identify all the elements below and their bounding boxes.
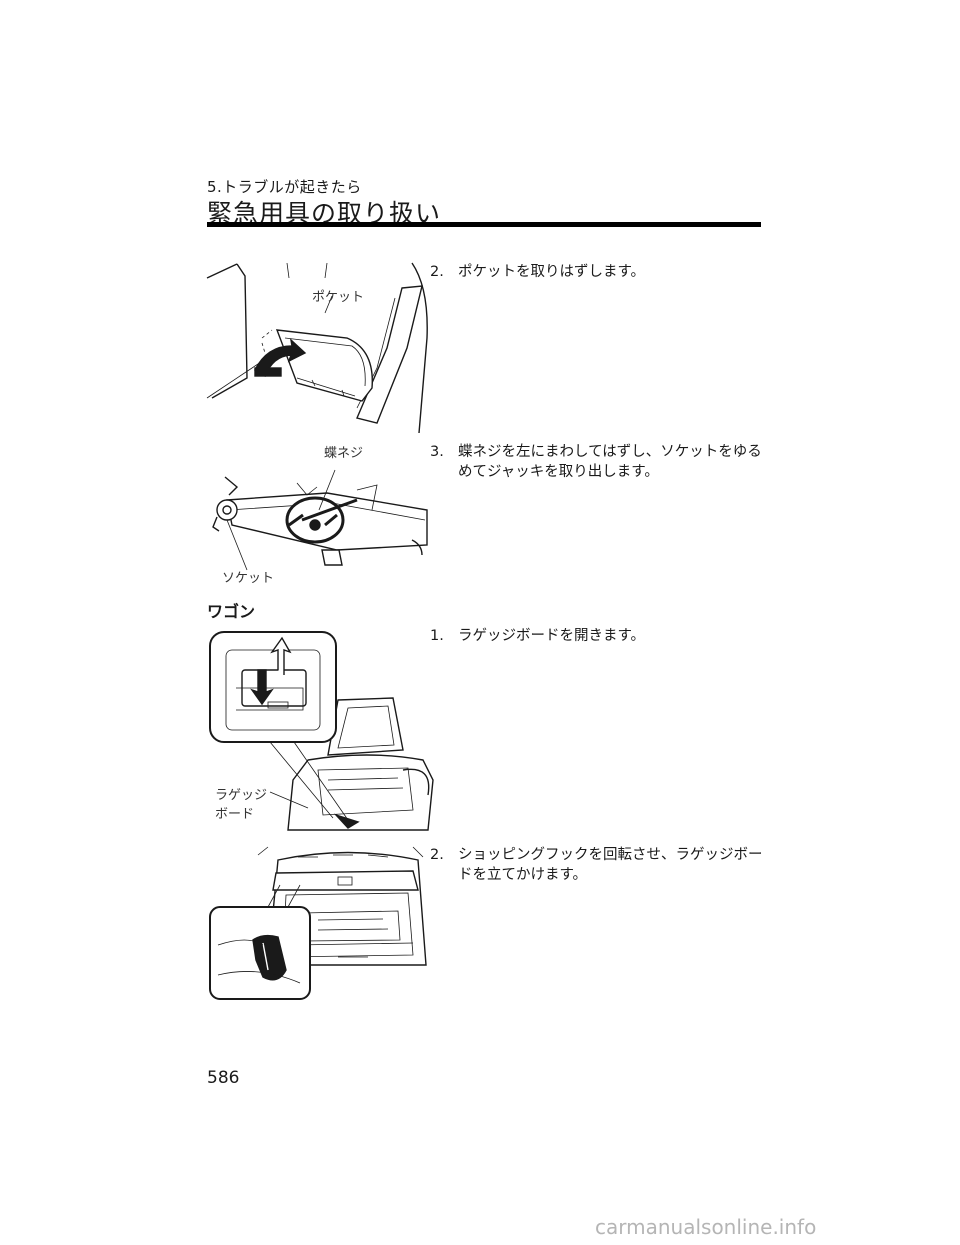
step-number: 1.: [430, 628, 444, 644]
luggage-board-label: ラゲッジ ボード: [215, 788, 268, 822]
title-rule: [207, 222, 761, 227]
chapter-heading: 5.トラブルが起きたら: [207, 178, 362, 196]
step-rotate-shopping-hook: 2. ショッピングフックを回転させ、ラゲッジボードを立てかけます。: [430, 845, 770, 885]
section-heading-wagon: ワゴン: [207, 602, 256, 621]
watermark: carmanualsonline.info: [595, 1215, 817, 1239]
pocket-illustration: [206, 262, 428, 434]
wing-screw-label: 蝶ネジ: [324, 446, 364, 461]
step-text: ショッピングフックを回転させ、ラゲッジボードを立てかけます。: [458, 847, 763, 883]
page-number: 586: [207, 1068, 240, 1088]
jack-illustration: [212, 469, 428, 571]
shopping-hook-illustration: [209, 846, 427, 1000]
step-jack-remove: 3. 蝶ネジを左にまわしてはずし、ソケットをゆるめてジャッキを取り出します。: [430, 442, 770, 482]
step-pocket-remove: 2. ポケットを取りはずします。: [430, 262, 770, 282]
pocket-label: ポケット: [312, 290, 365, 305]
luggage-board-illustration: [209, 631, 434, 831]
step-number: 2.: [430, 264, 444, 280]
socket-label: ソケット: [222, 571, 275, 586]
step-number: 3.: [430, 444, 444, 460]
step-text: ラゲッジボードを開きます。: [458, 628, 646, 644]
step-number: 2.: [430, 847, 444, 863]
step-text: 蝶ネジを左にまわしてはずし、ソケットをゆるめてジャッキを取り出します。: [458, 444, 762, 480]
step-text: ポケットを取りはずします。: [458, 264, 646, 280]
step-open-luggage-board: 1. ラゲッジボードを開きます。: [430, 626, 770, 646]
